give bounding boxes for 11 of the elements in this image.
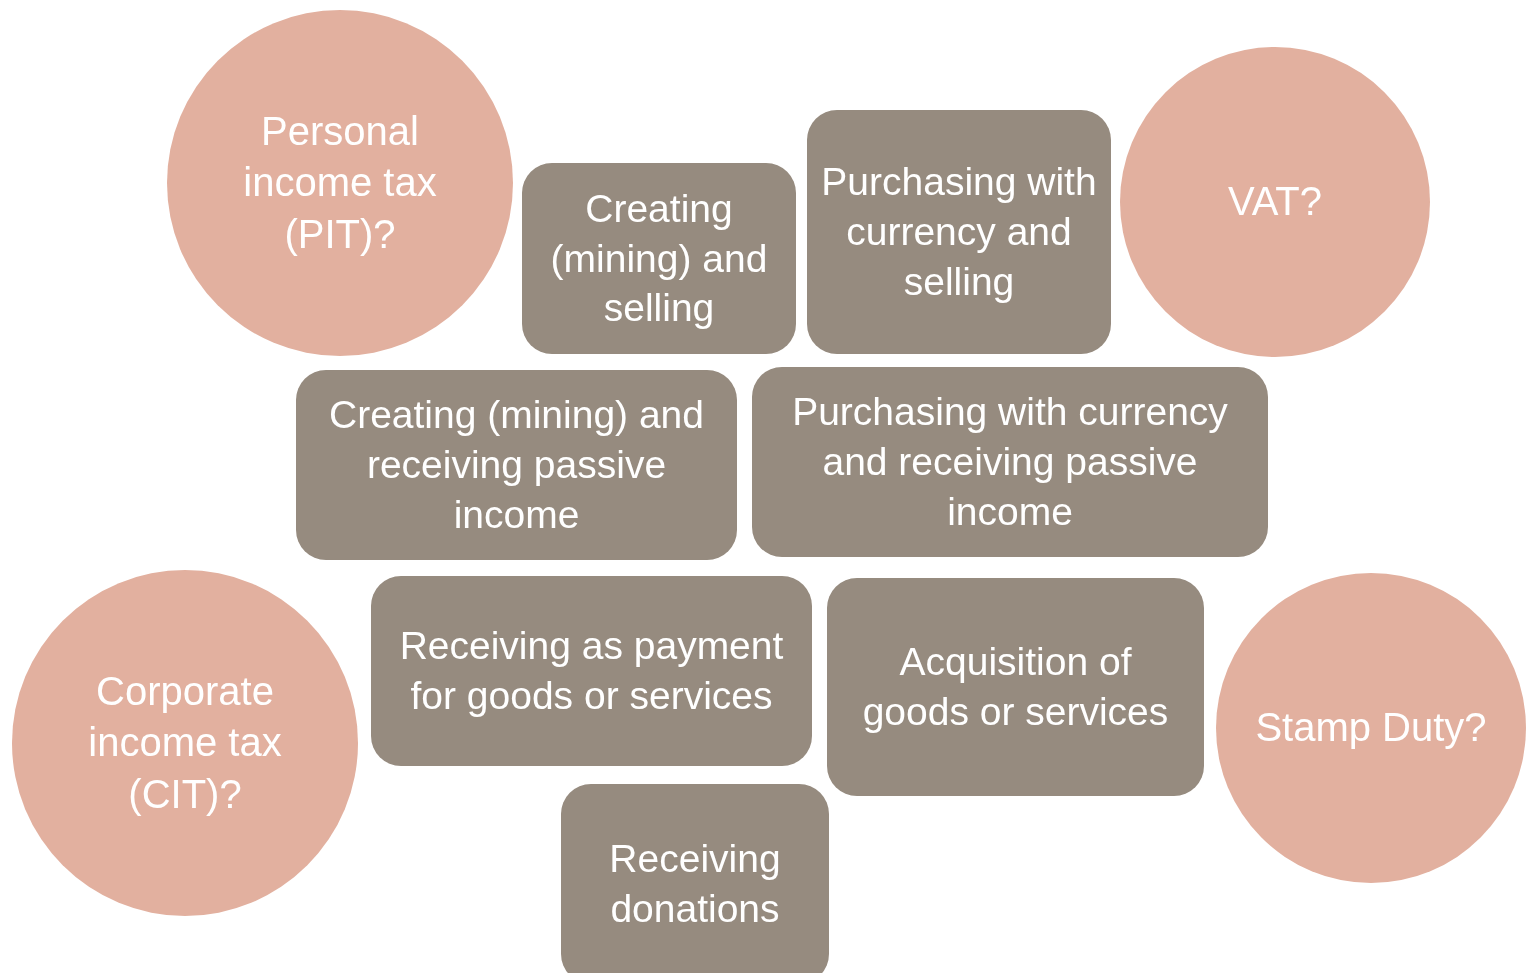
- rounded-box: Receiving donations: [561, 784, 829, 973]
- rounded-box: Receiving as payment for goods or services: [371, 576, 812, 766]
- rounded-box: Creating (mining) and receiving passive income: [296, 370, 737, 560]
- rounded-box: Acquisition of goods or services: [827, 578, 1204, 796]
- rounded-box: Purchasing with currency and selling: [807, 110, 1111, 354]
- rounded-box: Creating (mining) and selling: [522, 163, 796, 354]
- rounded-box: Purchasing with currency and receiving passive income: [752, 367, 1268, 557]
- topic-circle: Corporate income tax (CIT)?: [12, 570, 358, 916]
- topic-circle: VAT?: [1120, 47, 1430, 357]
- topic-circle: Stamp Duty?: [1216, 573, 1526, 883]
- topic-circle: Personal income tax (PIT)?: [167, 10, 513, 356]
